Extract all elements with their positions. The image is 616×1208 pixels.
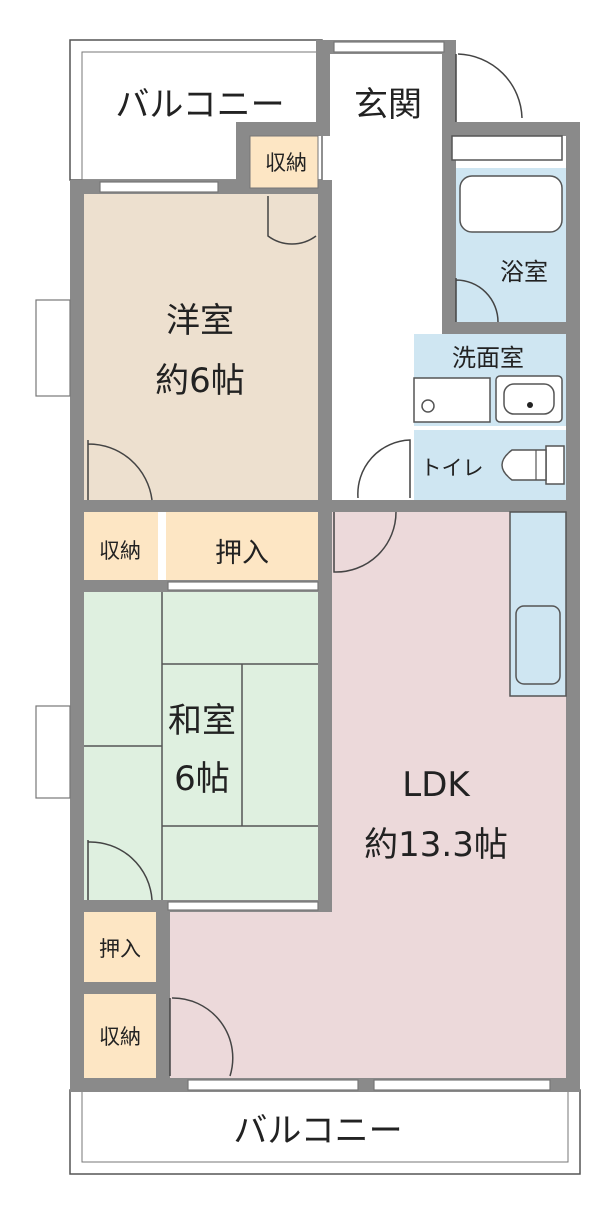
ldk-name: LDK — [402, 765, 471, 805]
ldk-lower-fill — [170, 912, 332, 1078]
top-shelf — [451, 135, 563, 161]
tatami-lines — [84, 592, 318, 900]
balcony-bottom-area — [69, 1089, 581, 1175]
western-room-fill — [84, 194, 318, 500]
bathtub-icon — [459, 175, 563, 233]
storage-top-label: 収納 — [265, 151, 307, 175]
sink-icon — [495, 375, 563, 423]
toilet-icon — [501, 445, 565, 485]
bathroom-label: 浴室 — [500, 258, 548, 286]
closet-low-label: 押入 — [99, 937, 141, 961]
washing-machine-pan-icon — [413, 377, 491, 423]
storage-top-fill — [249, 135, 319, 189]
storage-low-label: 収納 — [99, 1025, 141, 1049]
closet-mid-label: 押入 — [215, 538, 269, 569]
balcony-bottom-label: バルコニー — [233, 1111, 402, 1151]
storage-mid-label: 収納 — [99, 539, 141, 563]
closet-low-fill — [84, 912, 156, 982]
closet-mid-fill — [166, 512, 318, 580]
washroom-label: 洗面室 — [452, 344, 524, 372]
entrance-label: 玄関 — [354, 85, 422, 125]
toilet-label: トイレ — [421, 456, 484, 480]
storage-mid-fill — [84, 512, 158, 580]
western-room-size: 約6帖 — [155, 361, 245, 401]
door-swings — [87, 53, 523, 1077]
windows — [35, 41, 551, 1091]
japanese-room-size: 6帖 — [174, 759, 230, 799]
japanese-room-name: 和室 — [168, 701, 236, 741]
ldk-size: 約13.3帖 — [364, 825, 508, 865]
kitchen-sink-icon — [515, 605, 561, 685]
balcony-top-area — [69, 39, 323, 181]
western-room-name: 洋室 — [166, 301, 234, 341]
balcony-top-label: バルコニー — [115, 85, 284, 125]
storage-low-fill — [84, 994, 156, 1078]
